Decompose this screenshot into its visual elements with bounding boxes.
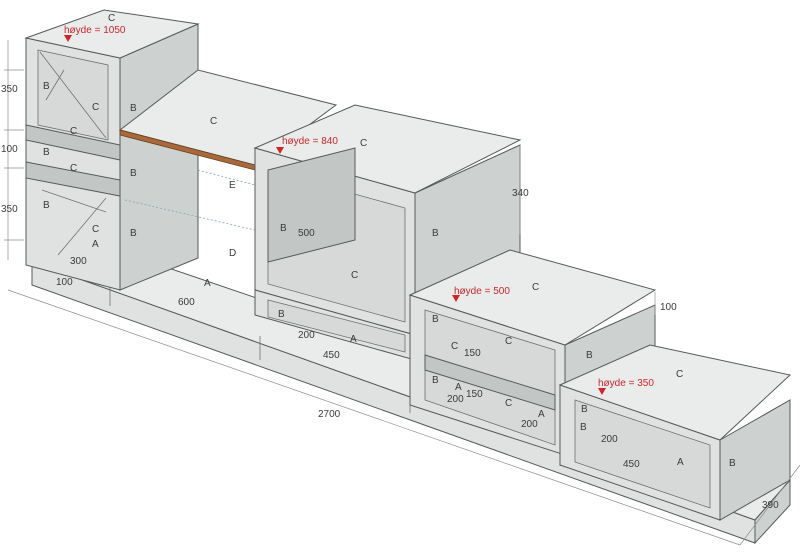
part-letter: B bbox=[580, 422, 587, 433]
part-letter: A bbox=[350, 334, 357, 345]
part-letter: C bbox=[92, 224, 99, 235]
dimension-labels: 350 100 350 300 100 600 500 340 100 200 … bbox=[1, 84, 779, 511]
dim-label: 200 bbox=[298, 330, 315, 341]
part-letter: B bbox=[130, 103, 137, 114]
part-letter: B bbox=[586, 350, 593, 361]
part-letter: B bbox=[280, 223, 287, 234]
dim-label: 300 bbox=[70, 256, 87, 267]
level-marker-840: høyde = 840 bbox=[276, 136, 338, 154]
part-letter: C bbox=[70, 163, 77, 174]
part-letter: A bbox=[538, 409, 545, 420]
part-letter: C bbox=[451, 341, 458, 352]
part-letters: C B C B C B C B B C A B C E D A C B B C … bbox=[43, 13, 736, 469]
part-letter: C bbox=[92, 102, 99, 113]
part-letter: A bbox=[92, 239, 99, 250]
dimension-lines bbox=[4, 40, 801, 546]
middle-block bbox=[253, 104, 522, 336]
part-letter: C bbox=[676, 369, 683, 380]
part-letter: C bbox=[210, 116, 217, 127]
part-letter: A bbox=[455, 382, 462, 393]
part-letter: C bbox=[108, 13, 115, 24]
level-label-840: høyde = 840 bbox=[282, 136, 338, 147]
part-letter: E bbox=[229, 180, 236, 191]
part-letter: B bbox=[729, 458, 736, 469]
level-marker-500: høyde = 500 bbox=[452, 286, 510, 302]
step-350 bbox=[558, 344, 792, 521]
level-label-500: høyde = 500 bbox=[454, 286, 510, 297]
part-letter: B bbox=[43, 147, 50, 158]
dim-label: 390 bbox=[762, 500, 779, 511]
part-letter: C bbox=[505, 336, 512, 347]
dim-label: 2700 bbox=[318, 409, 341, 420]
part-letter: C bbox=[70, 126, 77, 137]
dim-label: 340 bbox=[512, 188, 529, 199]
level-label-1050: høyde = 1050 bbox=[64, 25, 126, 36]
part-letter: C bbox=[360, 138, 367, 149]
part-letter: B bbox=[130, 168, 137, 179]
part-letter: B bbox=[432, 375, 439, 386]
part-letter: A bbox=[677, 457, 684, 468]
level-label-350: høyde = 350 bbox=[598, 378, 654, 389]
dim-label: 350 bbox=[1, 204, 18, 215]
dim-label: 150 bbox=[466, 389, 483, 400]
part-letter: B bbox=[581, 404, 588, 415]
part-letter: A bbox=[204, 278, 211, 289]
dim-label: 350 bbox=[1, 84, 18, 95]
dim-label: 200 bbox=[601, 434, 618, 445]
part-letter: B bbox=[432, 314, 439, 325]
dim-label: 100 bbox=[660, 302, 677, 313]
part-letter: B bbox=[43, 200, 50, 211]
part-letter: C bbox=[351, 270, 358, 281]
level-marker-350: høyde = 350 bbox=[598, 378, 654, 395]
dim-label: 500 bbox=[298, 228, 315, 239]
part-letter: B bbox=[432, 228, 439, 239]
dim-label: 450 bbox=[323, 350, 340, 361]
part-letter: D bbox=[229, 248, 236, 259]
dim-label: 100 bbox=[1, 144, 18, 155]
level-marker-1050: høyde = 1050 bbox=[64, 25, 126, 42]
dim-label: 200 bbox=[521, 419, 538, 430]
dim-label: 100 bbox=[56, 277, 73, 288]
part-letter: B bbox=[278, 309, 285, 320]
part-letter: C bbox=[532, 282, 539, 293]
dim-label: 150 bbox=[464, 348, 481, 359]
tall-tower bbox=[24, 9, 200, 291]
part-letter: C bbox=[505, 398, 512, 409]
part-letter: B bbox=[130, 228, 137, 239]
dim-label: 200 bbox=[447, 394, 464, 405]
dim-label: 450 bbox=[623, 459, 640, 470]
dim-label: 600 bbox=[178, 297, 195, 308]
part-letter: B bbox=[43, 81, 50, 92]
